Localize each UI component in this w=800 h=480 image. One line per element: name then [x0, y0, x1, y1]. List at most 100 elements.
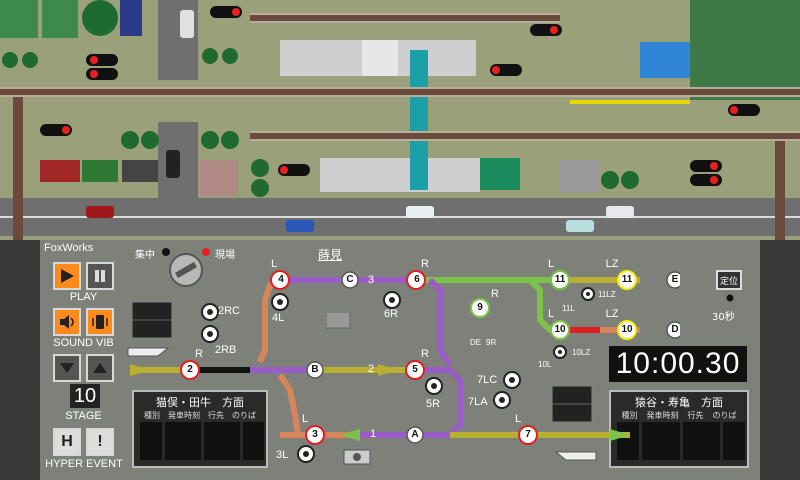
- switch-3l: 3L: [276, 449, 289, 461]
- stage-down-button[interactable]: [53, 354, 81, 382]
- signal-4-tag: L: [270, 258, 278, 270]
- triangle-down-icon: [60, 363, 74, 373]
- signal-5-tag: R: [421, 348, 429, 360]
- signal-11-lz-tag: LZ: [605, 258, 619, 270]
- timer-dot-icon: [726, 294, 734, 302]
- switch-6r: 6R: [384, 308, 399, 320]
- switch-2rc-knob[interactable]: [200, 302, 220, 322]
- signal-6-tag: R: [421, 258, 429, 270]
- stage-label: STAGE: [65, 410, 102, 422]
- board-left-col: 行先: [208, 411, 224, 420]
- scene-map: [0, 0, 800, 360]
- switch-6r-knob[interactable]: [382, 290, 402, 310]
- track-d: D: [671, 324, 679, 335]
- board-right-title: 猿谷・寿亀 方面: [635, 396, 723, 409]
- signal-4[interactable]: 4: [278, 274, 284, 285]
- sound-vib-label: SOUND VIB: [53, 337, 114, 349]
- signal-10[interactable]: 10: [554, 324, 566, 335]
- switch-5r-knob[interactable]: [424, 376, 444, 396]
- triangle-up-icon: [93, 363, 107, 373]
- train-indicator-left: [132, 302, 173, 338]
- switch-11lz: 11LZ: [598, 290, 616, 299]
- switch-7la-knob[interactable]: [492, 390, 512, 410]
- reset-button[interactable]: 定位: [716, 270, 742, 290]
- clock-display: 10:00.30: [609, 346, 747, 382]
- track-number-2: 2: [367, 363, 375, 375]
- switch-2rb-knob[interactable]: [200, 324, 220, 344]
- departure-board-left: 猫俣・田牛 方面 種別 発車時刻 行先 のりば: [132, 390, 268, 468]
- switch-4l-knob[interactable]: [270, 292, 290, 312]
- pause-button[interactable]: [86, 262, 114, 290]
- track-a: A: [411, 429, 419, 440]
- signal-5[interactable]: 5: [412, 364, 418, 375]
- switch-2rc: 2RC: [218, 305, 241, 317]
- track-c: C: [346, 274, 354, 285]
- railway-scene: [0, 0, 800, 360]
- switch-3l-knob[interactable]: [296, 444, 316, 464]
- board-right-col: 種別: [621, 411, 638, 420]
- signal-2[interactable]: 2: [187, 364, 193, 375]
- signal-11-lz[interactable]: 11: [621, 274, 633, 285]
- track-diagram: [130, 270, 680, 445]
- signal-3-tag: L: [301, 413, 309, 425]
- train-icon: [127, 347, 170, 357]
- camera-icon[interactable]: [340, 446, 376, 468]
- signal-9[interactable]: 9: [477, 302, 483, 313]
- event-button[interactable]: !: [86, 428, 114, 456]
- train-indicator-right: [552, 386, 593, 422]
- switch-de: DE: [470, 338, 482, 347]
- switch-7lc: 7LC: [477, 374, 498, 386]
- signal-2-tag: R: [195, 348, 203, 360]
- station-label: 蒔見: [318, 248, 343, 262]
- mode-dial[interactable]: [160, 246, 220, 290]
- arrow-icon: [610, 429, 630, 441]
- board-right-col: のりば: [712, 411, 737, 420]
- switch-11l: 11L: [562, 304, 575, 313]
- switch-5r: 5R: [426, 398, 441, 410]
- signal-7[interactable]: 7: [525, 429, 531, 440]
- signal-11[interactable]: 11: [554, 274, 566, 285]
- board-left-title: 猫俣・田牛 方面: [156, 396, 244, 409]
- board-right-col: 発車時刻: [646, 411, 679, 420]
- central-label: 集中: [135, 250, 155, 261]
- local-label: 現場: [215, 250, 235, 261]
- track-number-1: 1: [369, 428, 377, 440]
- track-e: E: [671, 274, 679, 285]
- stage-value: 10: [70, 384, 100, 408]
- signal-10-lz[interactable]: 10: [621, 324, 633, 335]
- signal-6[interactable]: 6: [414, 274, 420, 285]
- switch-4l: 4L: [272, 312, 285, 324]
- speaker-icon: [60, 315, 74, 329]
- sound-button[interactable]: [53, 308, 81, 336]
- stage-up-button[interactable]: [86, 354, 114, 382]
- hyper-button[interactable]: H: [53, 428, 81, 456]
- signal-11-tag: L: [547, 258, 555, 270]
- arrow-icon: [340, 429, 360, 441]
- arrow-icon: [130, 364, 150, 376]
- control-panel: FoxWorks PLAY SOUND VIB 10 STAGE H ! HYP…: [40, 240, 760, 480]
- play-label: PLAY: [69, 291, 98, 303]
- play-button[interactable]: [53, 262, 81, 290]
- signal-7-tag: L: [514, 413, 522, 425]
- switch-7lc-knob[interactable]: [502, 370, 522, 390]
- board-left-col: 発車時刻: [168, 411, 200, 420]
- switch-10lz-knob[interactable]: [552, 344, 568, 360]
- switch-2rb: 2RB: [215, 344, 237, 356]
- status-box-icon: [326, 312, 351, 329]
- track-number-3: 3: [367, 274, 375, 286]
- switch-10lz: 10LZ: [572, 348, 591, 357]
- play-icon: [61, 269, 74, 283]
- train-icon: [554, 451, 597, 461]
- signal-10-lz-tag: LZ: [605, 308, 619, 320]
- board-right-col: 行先: [687, 411, 704, 420]
- hyper-event-label: HYPER EVENT: [45, 458, 123, 470]
- board-left-col: 種別: [144, 411, 160, 420]
- signal-9-tag: R: [491, 288, 499, 300]
- vibration-button[interactable]: [86, 308, 114, 336]
- board-left-col: のりば: [232, 411, 256, 420]
- timer-label: 30秒: [712, 312, 735, 323]
- vibration-icon: [92, 315, 108, 329]
- switch-11lz-knob[interactable]: [580, 286, 596, 302]
- signal-3[interactable]: 3: [312, 429, 318, 440]
- brand-label: FoxWorks: [44, 242, 94, 254]
